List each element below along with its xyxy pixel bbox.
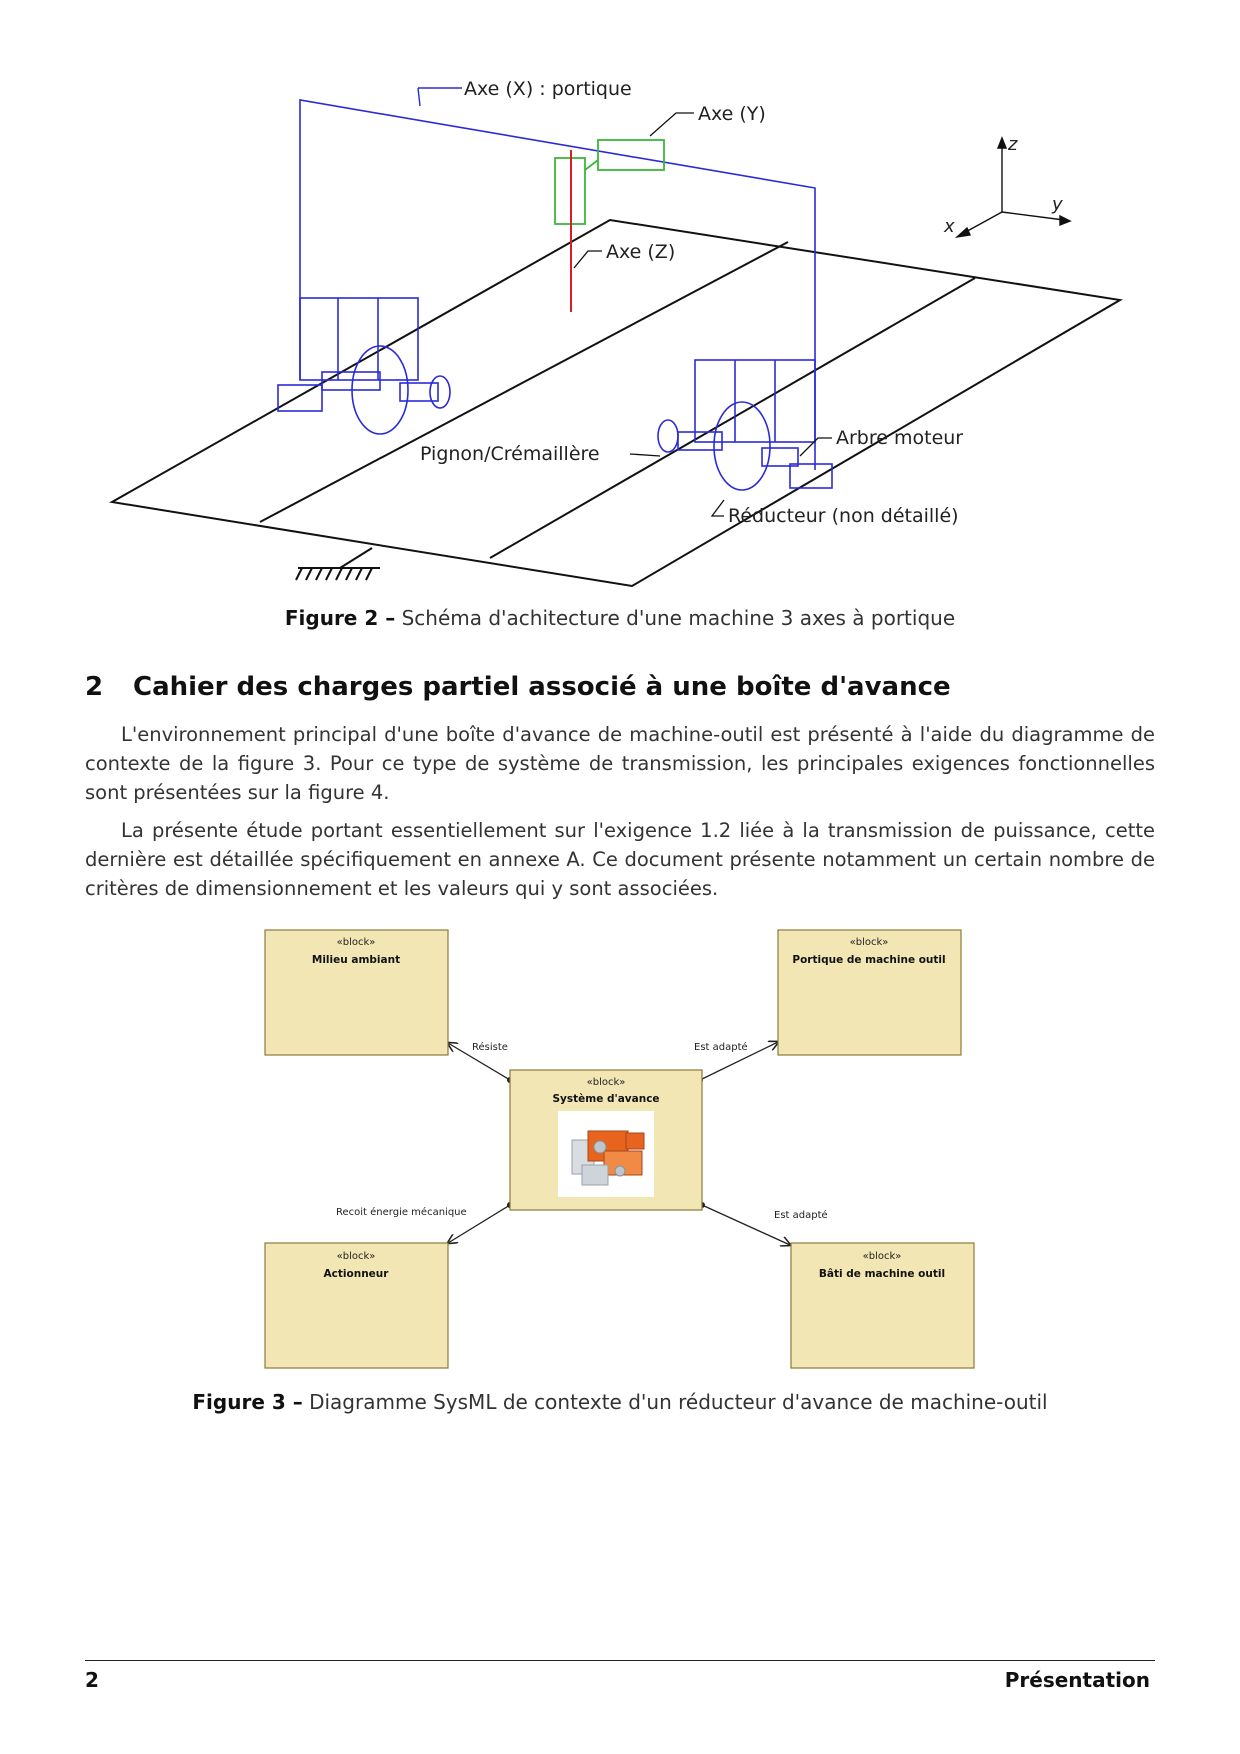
page-number: 2 — [85, 1668, 99, 1692]
footer-rule — [85, 1660, 1155, 1661]
svg-text:«block»: «block» — [337, 1251, 376, 1262]
relation-label-resiste: Résiste — [472, 1041, 508, 1053]
paragraph-2: La présente étude portant essentiellemen… — [85, 816, 1155, 903]
figure-3-sysml-diagram: «block» Milieu ambiant «block» Portique … — [0, 915, 1240, 1375]
axis-z-letter: z — [1007, 134, 1018, 155]
figure-3-caption-text: Diagramme SysML de contexte d'un réducte… — [309, 1390, 1048, 1414]
relation-label-est-adapte-bottom: Est adapté — [774, 1209, 828, 1221]
label-arbre-moteur: Arbre moteur — [836, 427, 963, 449]
ground-plane — [112, 220, 1120, 586]
block-milieu-ambiant: «block» Milieu ambiant — [265, 930, 448, 1055]
leader-axe-x — [418, 88, 462, 106]
axis-y-letter: y — [1051, 194, 1063, 215]
leader-arbre — [800, 438, 832, 456]
figure-2-caption-label: Figure 2 – — [285, 606, 395, 630]
label-axe-y: Axe (Y) — [698, 103, 766, 125]
figure-2-caption-text: Schéma d'achitecture d'une machine 3 axe… — [402, 606, 956, 630]
figure-3-caption: Figure 3 – Diagramme SysML de contexte d… — [0, 1390, 1240, 1414]
paragraph-1: L'environnement principal d'une boîte d'… — [85, 720, 1155, 807]
leader-reducteur — [712, 500, 724, 516]
svg-text:«block»: «block» — [337, 937, 376, 948]
svg-text:«block»: «block» — [587, 1077, 626, 1088]
section-number: 2 — [85, 672, 133, 702]
svg-text:Portique de machine outil: Portique de machine outil — [792, 954, 945, 966]
gearbox-illustration — [558, 1111, 654, 1197]
block-actionneur: «block» Actionneur — [265, 1243, 448, 1368]
label-reducteur: Réducteur (non détaillé) — [728, 505, 959, 527]
label-pignon: Pignon/Crémaillère — [420, 443, 600, 465]
svg-text:«block»: «block» — [850, 937, 889, 948]
axis-x-letter: x — [943, 216, 955, 237]
label-axe-x: Axe (X) : portique — [464, 78, 632, 100]
svg-text:Milieu ambiant: Milieu ambiant — [312, 954, 400, 966]
svg-text:Système d'avance: Système d'avance — [552, 1093, 659, 1105]
ground-link — [340, 548, 372, 568]
figure-3-caption-label: Figure 3 – — [192, 1390, 302, 1414]
figure-2-diagram: Axe (X) : portique Axe (Y) Axe (Z) Pigno… — [0, 0, 1240, 600]
footer-section: Présentation — [1005, 1668, 1150, 1692]
ground-symbol — [296, 568, 380, 580]
figure-2-caption: Figure 2 – Schéma d'achitecture d'une ma… — [0, 606, 1240, 630]
block-portique: «block» Portique de machine outil — [778, 930, 961, 1055]
rail-left-outer — [260, 242, 788, 522]
relation-label-recoit-energie: Recoit énergie mécanique — [336, 1206, 467, 1218]
section-title: Cahier des charges partiel associé à une… — [133, 672, 951, 702]
svg-text:Bâti de machine outil: Bâti de machine outil — [819, 1268, 945, 1280]
block-bati: «block» Bâti de machine outil — [791, 1243, 974, 1368]
relation-label-est-adapte-top: Est adapté — [694, 1041, 748, 1053]
svg-text:«block»: «block» — [863, 1251, 902, 1262]
svg-text:Actionneur: Actionneur — [324, 1268, 390, 1280]
leader-pignon — [630, 454, 660, 456]
leader-axe-y — [650, 113, 694, 136]
label-axe-z: Axe (Z) — [606, 241, 675, 263]
leader-axe-z — [574, 251, 602, 268]
block-systeme-avance: «block» Système d'avance — [510, 1070, 702, 1210]
